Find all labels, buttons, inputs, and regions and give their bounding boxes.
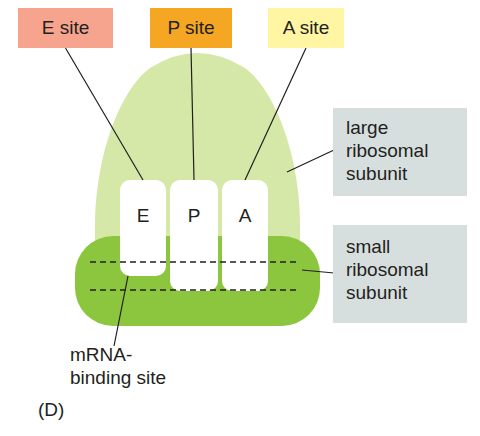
subunit-callout-box: small ribosomal subunit: [333, 225, 467, 323]
ribosome-site-slot: E: [120, 180, 166, 276]
node-text: E site: [18, 16, 113, 39]
site-annotation: mRNA- binding site: [70, 343, 170, 389]
node-text: E: [120, 204, 166, 227]
node-text: large ribosomal subunit: [346, 116, 467, 185]
subunit-callout-box: large ribosomal subunit: [333, 108, 467, 196]
site-label-box: A site: [268, 8, 344, 48]
node-text: A site: [268, 16, 344, 39]
leader-line: [66, 48, 144, 180]
leader-line: [245, 48, 306, 180]
leader-line: [191, 48, 194, 180]
node-text: small ribosomal subunit: [346, 235, 467, 304]
leader-line: [287, 150, 334, 172]
leader-line: [114, 276, 128, 346]
panel-letter: (D): [38, 398, 98, 421]
node-text: P: [170, 204, 218, 227]
ribosome-site-slot: P: [170, 180, 218, 291]
mrna-site-dashed-line: [90, 289, 296, 290]
mrna-site-dashed-line: [90, 261, 296, 262]
node-text: P site: [150, 16, 232, 39]
ribosome-site-slot: A: [222, 180, 268, 291]
site-label-box: E site: [18, 8, 113, 48]
node-text: A: [222, 204, 268, 227]
site-label-box: P site: [150, 8, 232, 48]
leader-line: [302, 270, 334, 273]
